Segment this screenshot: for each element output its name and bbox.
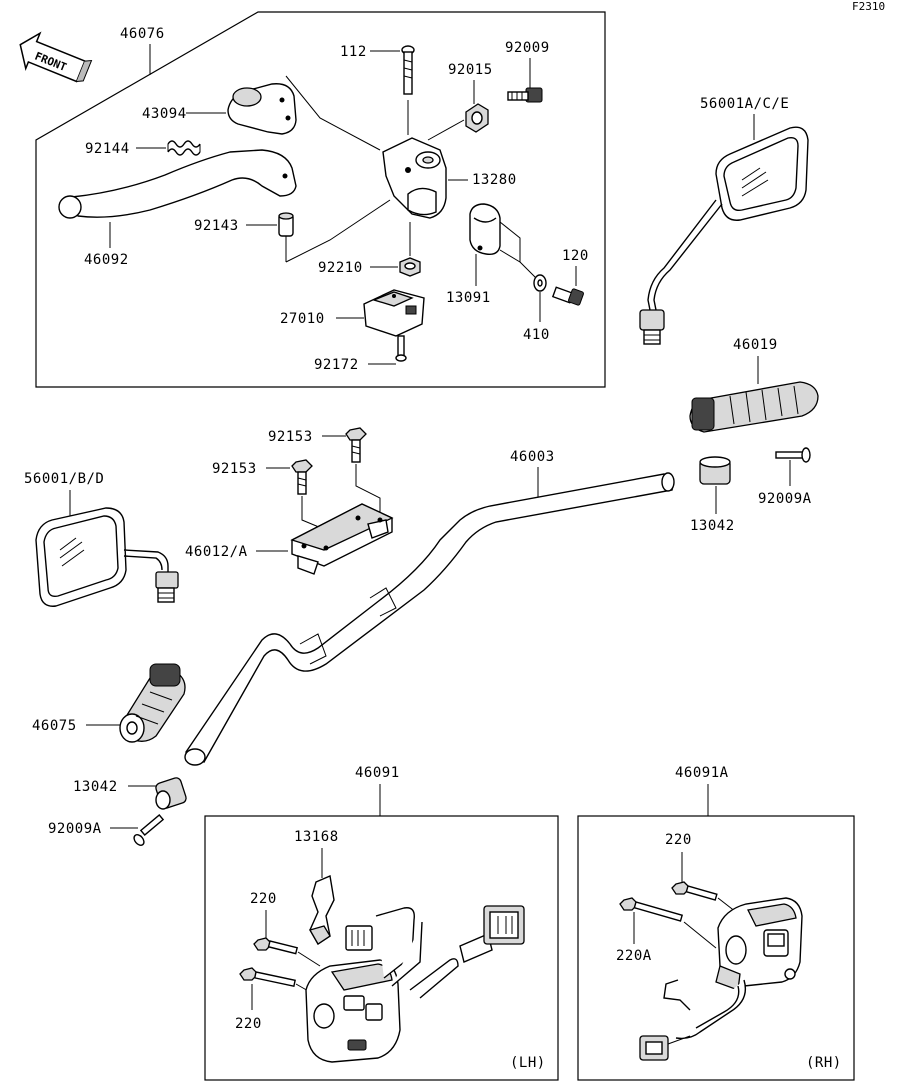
lh-panel-tag: (LH): [510, 1055, 546, 1071]
part-46012a-holder: [290, 503, 394, 575]
part-13168-lever: [309, 875, 335, 945]
part-92009-screw: [507, 87, 543, 103]
callout-410: 410: [523, 327, 550, 343]
callout-92153-b: 92153: [212, 461, 257, 477]
callout-13042-left: 13042: [73, 779, 118, 795]
callout-92009: 92009: [505, 40, 550, 56]
part-46092-lever: [58, 149, 297, 219]
part-13042-bar-end-left: [155, 777, 187, 810]
part-92015-nut: [465, 103, 489, 133]
callout-92144: 92144: [85, 141, 130, 157]
callout-46003: 46003: [510, 449, 555, 465]
part-46091a-rh-switch: [639, 897, 803, 1061]
part-92153-bolt-a: [345, 427, 367, 463]
part-220-screw-b: [239, 967, 296, 988]
part-112-bolt: [401, 45, 415, 95]
callout-43094: 43094: [142, 106, 187, 122]
part-410-washer: [533, 274, 547, 292]
callout-46076: 46076: [120, 26, 165, 42]
part-13091-clamp: [469, 203, 501, 256]
part-92009a-screw-left: [133, 814, 165, 846]
lh-switch-box: [204, 815, 559, 1081]
part-56001ace-mirror-right: [639, 126, 809, 345]
rh-panel-tag: (RH): [806, 1055, 842, 1071]
part-120-bolt: [551, 286, 584, 306]
part-92172-screw: [395, 335, 407, 362]
callout-46092: 46092: [84, 252, 129, 268]
callout-13280: 13280: [472, 172, 517, 188]
callout-46091a: 46091A: [675, 765, 729, 781]
callout-112: 112: [340, 44, 367, 60]
callout-92015: 92015: [448, 62, 493, 78]
part-43094-adjuster: [227, 83, 297, 135]
part-92210-nut: [399, 257, 421, 277]
part-46019-grip-right: [689, 381, 819, 433]
part-13280-holder: [382, 137, 447, 219]
callout-46075: 46075: [32, 718, 77, 734]
callout-120: 120: [562, 248, 589, 264]
callout-46012a: 46012/A: [185, 544, 248, 560]
callout-13091: 13091: [446, 290, 491, 306]
part-220-screw-c: [671, 881, 718, 901]
callout-46091: 46091: [355, 765, 400, 781]
part-46091-lh-switch: [305, 905, 525, 1063]
lever-assembly-box: [35, 11, 606, 388]
callout-220-a: 220: [250, 891, 277, 907]
part-13042-bar-end-right: [699, 456, 731, 485]
callout-27010: 27010: [280, 311, 325, 327]
callout-13042-right: 13042: [690, 518, 735, 534]
part-92143-bushing: [278, 212, 294, 237]
part-92009a-screw-right: [775, 447, 811, 463]
callout-92143: 92143: [194, 218, 239, 234]
part-46003-handlebar: [184, 472, 675, 766]
callout-220-b: 220: [235, 1016, 262, 1032]
callout-56001ace: 56001A/C/E: [700, 96, 789, 112]
callout-220-c: 220: [665, 832, 692, 848]
part-92153-bolt-b: [291, 459, 313, 495]
callout-92009a-right: 92009A: [758, 491, 812, 507]
front-arrow-icon: FRONT: [19, 31, 93, 83]
callout-92210: 92210: [318, 260, 363, 276]
callout-56001bd: 56001/B/D: [24, 471, 104, 487]
callout-220A: 220A: [616, 948, 652, 964]
callout-92009a-left: 92009A: [48, 821, 102, 837]
figure-code: F2310: [852, 0, 885, 13]
callout-13168: 13168: [294, 829, 339, 845]
part-56001bd-mirror-left: [35, 507, 179, 607]
rh-switch-box: [577, 815, 855, 1081]
part-27010-switch: [363, 289, 425, 337]
part-220A-screw: [619, 897, 684, 922]
part-220-screw-a: [253, 937, 299, 955]
callout-92153-a: 92153: [268, 429, 313, 445]
callout-92172: 92172: [314, 357, 359, 373]
part-92144-spring: [167, 140, 201, 156]
callout-46019: 46019: [733, 337, 778, 353]
part-46075-grip-left: [119, 663, 186, 743]
